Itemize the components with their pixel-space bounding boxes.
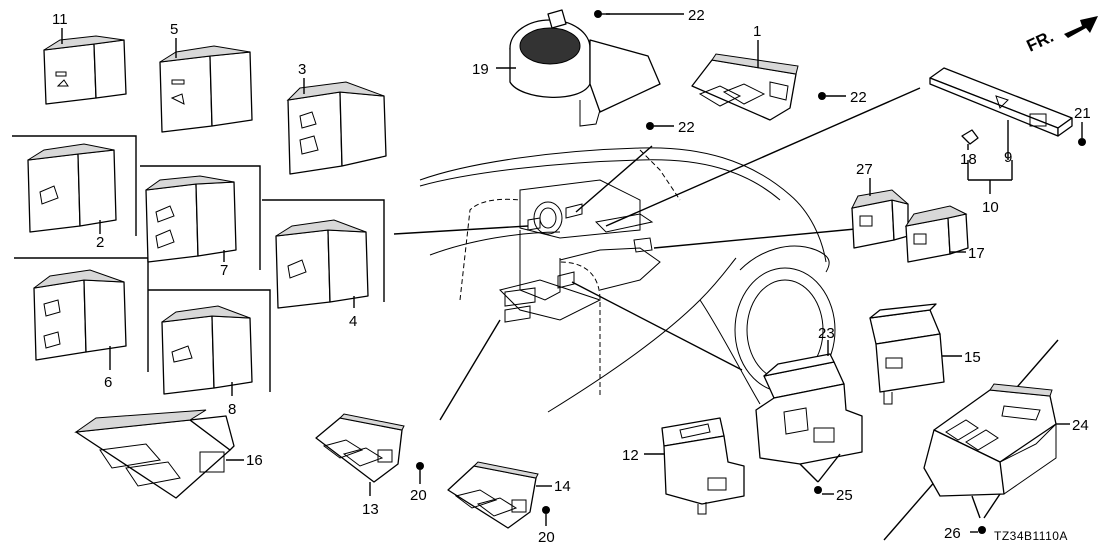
part-3-switch: 3: [286, 61, 387, 175]
callout-8: 8: [228, 401, 236, 418]
callout-1: 1: [753, 23, 761, 40]
screw-icon: [646, 122, 654, 130]
callout-26: 26: [944, 525, 961, 542]
part-24-window-master-switch: 24: [923, 383, 1089, 497]
part-12-switch: 12: [622, 417, 745, 515]
callout-6: 6: [104, 374, 112, 391]
part-27-switch: 27: [851, 161, 909, 249]
callout-5: 5: [170, 21, 178, 38]
screw-26: 26: [944, 493, 1001, 542]
callout-21: 21: [1074, 105, 1091, 122]
callout-4: 4: [349, 313, 357, 330]
callout-19: 19: [472, 61, 489, 78]
callout-3: 3: [298, 61, 306, 78]
callout-27: 27: [856, 161, 873, 178]
part-6-switch: 6: [33, 269, 127, 391]
screw-22-top: 22: [594, 7, 705, 24]
screw-20-a: 20: [410, 462, 427, 504]
callout-24: 24: [1072, 417, 1089, 434]
part-19-start-switch: 19: [472, 9, 661, 127]
screw-21: 21: [1074, 105, 1091, 146]
part-7-switch: 7: [145, 175, 237, 279]
part-2-switch: 2: [27, 143, 117, 251]
callout-23: 23: [818, 325, 835, 342]
part-13-seat-heater-switch: 13: [315, 413, 405, 518]
part-11-switch: 11: [43, 11, 127, 105]
callout-9: 9: [1004, 149, 1012, 166]
callout-11: 11: [52, 11, 68, 28]
part-23-switch: 23: [755, 325, 863, 465]
front-direction-indicator: FR.: [1024, 16, 1098, 56]
diagram-reference-code: TZ34B1110A: [994, 529, 1068, 543]
part-18-clip: 18: [960, 129, 979, 168]
screw-icon: [978, 526, 986, 534]
part-10-assembly-label: 10: [982, 199, 999, 216]
screw-icon: [818, 92, 826, 100]
screw-icon: [814, 486, 822, 494]
part-16-switch-panel: 16: [74, 409, 263, 499]
screw-icon: [542, 506, 550, 514]
callout-13: 13: [362, 501, 379, 518]
callout-18: 18: [960, 151, 977, 168]
callout-20b: 20: [538, 529, 555, 546]
forward-arrow-icon: [1064, 16, 1098, 38]
callout-2: 2: [96, 234, 104, 251]
callout-14: 14: [554, 478, 571, 495]
car-outline-icon: [419, 147, 836, 413]
part-1-switch-panel: 1: [691, 23, 799, 121]
part-14-seat-heater-switch: 14: [447, 461, 571, 529]
part-9-hazard-switch: 9: [929, 67, 1073, 166]
screw-icon: [416, 462, 424, 470]
callout-17: 17: [968, 245, 985, 262]
callout-7: 7: [220, 262, 228, 279]
callout-22c: 22: [678, 119, 695, 136]
callout-16: 16: [246, 452, 263, 469]
screw-25: 25: [799, 453, 853, 504]
callout-10: 10: [982, 199, 999, 216]
part-15-switch: 15: [869, 303, 981, 405]
part-8-switch: 8: [161, 305, 253, 418]
callout-20a: 20: [410, 487, 427, 504]
leader-lines: [393, 87, 921, 421]
screw-icon: [1078, 138, 1086, 146]
direction-label: FR.: [1024, 27, 1057, 56]
part-5-switch: 5: [159, 21, 253, 133]
callout-22a: 22: [688, 7, 705, 24]
screw-22-mid: 22: [818, 89, 867, 106]
screw-22-low: 22: [646, 119, 695, 136]
part-4-switch: 4: [275, 219, 369, 330]
screw-20-b: 20: [538, 506, 555, 546]
callout-15: 15: [964, 349, 981, 366]
part-17-switch: 17: [904, 205, 985, 263]
callout-25: 25: [836, 487, 853, 504]
callout-22b: 22: [850, 89, 867, 106]
callout-12: 12: [622, 447, 639, 464]
